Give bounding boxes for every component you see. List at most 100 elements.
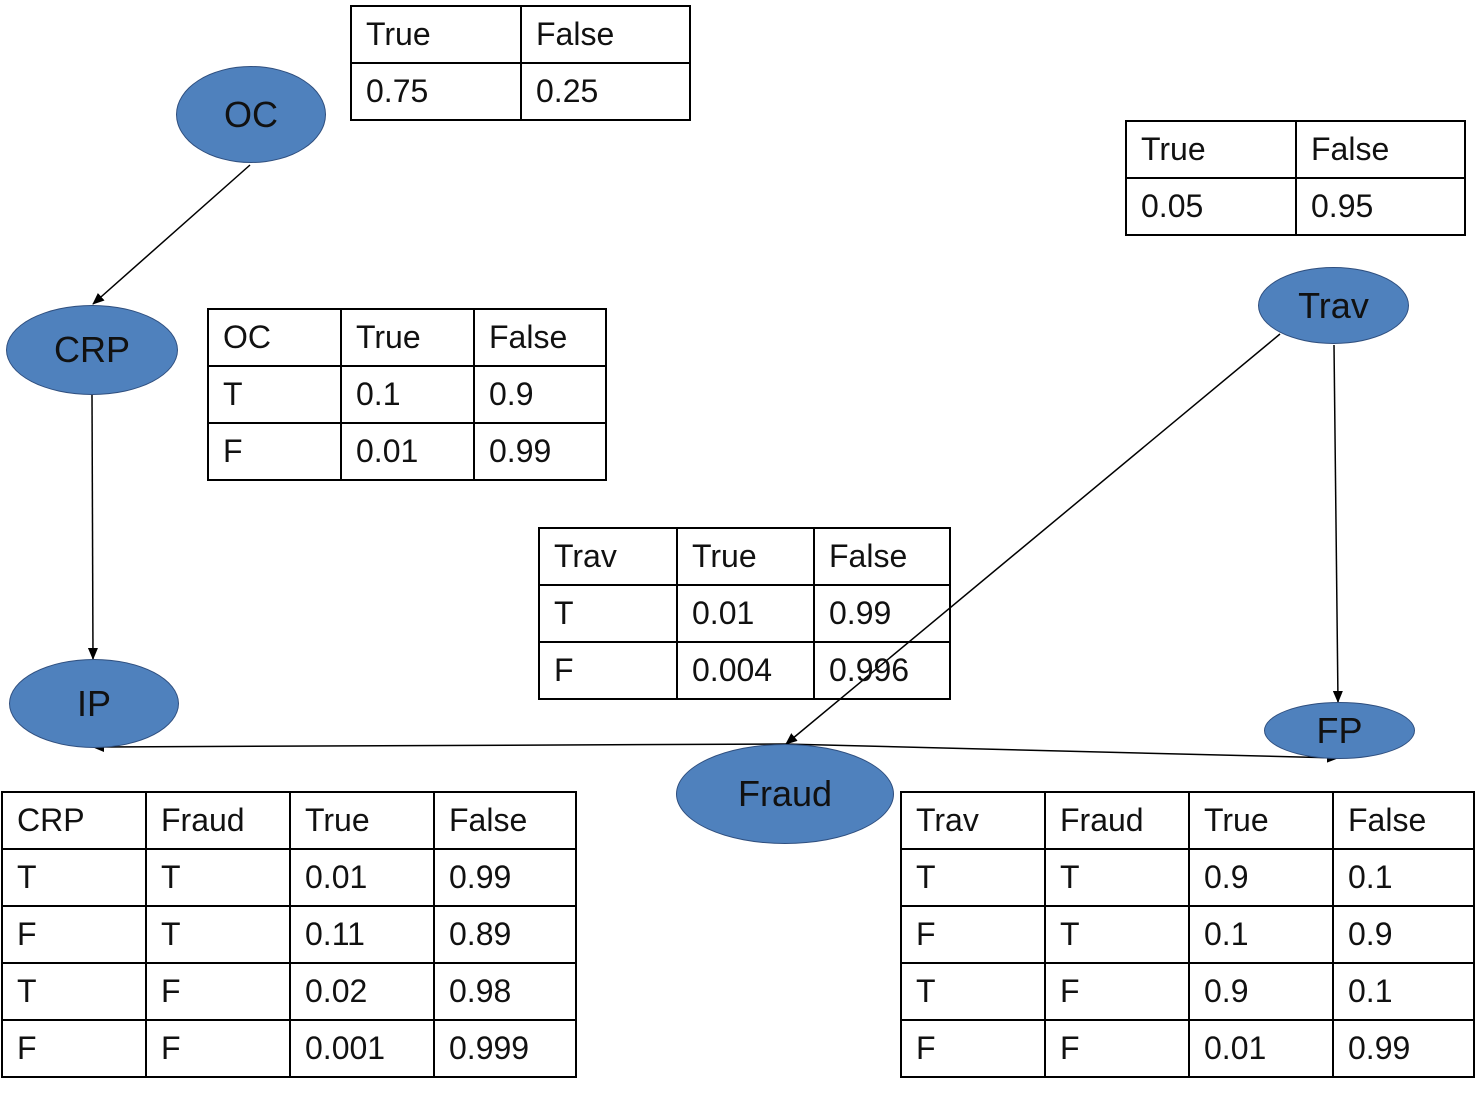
cpt-cell: OC bbox=[207, 308, 342, 367]
cpt-cell: True bbox=[350, 5, 522, 64]
cpt-cell: T bbox=[1, 962, 147, 1021]
edge-fraud-to-fp bbox=[783, 743, 1339, 763]
cpt-row: T 0.1 0.9 bbox=[207, 365, 607, 424]
cpt-cell: F bbox=[1044, 962, 1190, 1021]
cpt-cell: T bbox=[900, 848, 1046, 907]
cpt-row: F 0.004 0.996 bbox=[538, 641, 951, 700]
cpt-cell: False bbox=[433, 791, 577, 850]
cpt-cell: 0.001 bbox=[289, 1019, 435, 1078]
cpt-cell: T bbox=[900, 962, 1046, 1021]
cpt-cell: 0.95 bbox=[1295, 177, 1466, 236]
cpt-cell: Trav bbox=[900, 791, 1046, 850]
cpt-row: T F 0.9 0.1 bbox=[900, 962, 1475, 1021]
node-fraud[interactable]: Fraud bbox=[676, 744, 894, 844]
node-oc-label: OC bbox=[224, 93, 278, 135]
cpt-cell: 0.01 bbox=[340, 422, 475, 481]
cpt-row: F F 0.01 0.99 bbox=[900, 1019, 1475, 1078]
cpt-cell: False bbox=[520, 5, 691, 64]
cpt-fraud-table: Trav True False T 0.01 0.99 F 0.004 0.99… bbox=[538, 527, 951, 700]
cpt-cell: F bbox=[1, 1019, 147, 1078]
cpt-header-row: CRP Fraud True False bbox=[1, 791, 577, 850]
cpt-cell: True bbox=[676, 527, 815, 586]
cpt-cell: 0.1 bbox=[1188, 905, 1334, 964]
cpt-cell: 0.1 bbox=[1332, 962, 1475, 1021]
cpt-cell: 0.99 bbox=[473, 422, 607, 481]
cpt-header-row: True False bbox=[350, 5, 691, 64]
edge-fraud-to-ip bbox=[92, 741, 785, 752]
cpt-cell: F bbox=[1, 905, 147, 964]
cpt-cell: 0.004 bbox=[676, 641, 815, 700]
cpt-fp-table: Trav Fraud True False T T 0.9 0.1 F T 0.… bbox=[900, 791, 1475, 1078]
cpt-cell: F bbox=[538, 641, 678, 700]
cpt-header-row: True False bbox=[1125, 120, 1466, 179]
node-oc[interactable]: OC bbox=[176, 66, 326, 163]
cpt-cell: False bbox=[1332, 791, 1475, 850]
cpt-cell: 0.1 bbox=[1332, 848, 1475, 907]
cpt-cell: F bbox=[1044, 1019, 1190, 1078]
cpt-cell: F bbox=[145, 962, 291, 1021]
cpt-cell: F bbox=[900, 1019, 1046, 1078]
cpt-cell: True bbox=[340, 308, 475, 367]
cpt-cell: 0.9 bbox=[473, 365, 607, 424]
cpt-cell: 0.01 bbox=[676, 584, 815, 643]
cpt-cell: False bbox=[1295, 120, 1466, 179]
cpt-cell: True bbox=[289, 791, 435, 850]
cpt-cell: T bbox=[1, 848, 147, 907]
cpt-cell: 0.9 bbox=[1332, 905, 1475, 964]
cpt-cell: True bbox=[1188, 791, 1334, 850]
cpt-cell: False bbox=[473, 308, 607, 367]
node-crp-label: CRP bbox=[53, 329, 130, 370]
cpt-cell: 0.98 bbox=[433, 962, 577, 1021]
cpt-cell: 0.01 bbox=[1188, 1019, 1334, 1078]
cpt-cell: False bbox=[813, 527, 951, 586]
cpt-cell: 0.9 bbox=[1188, 962, 1334, 1021]
edge-crp-to-ip bbox=[87, 393, 98, 660]
cpt-cell: 0.05 bbox=[1125, 177, 1297, 236]
cpt-cell: 0.89 bbox=[433, 905, 577, 964]
cpt-cell: 0.99 bbox=[813, 584, 951, 643]
cpt-cell: T bbox=[1044, 848, 1190, 907]
cpt-cell: CRP bbox=[1, 791, 147, 850]
cpt-cell: 0.02 bbox=[289, 962, 435, 1021]
cpt-row: F T 0.11 0.89 bbox=[1, 905, 577, 964]
cpt-cell: 0.25 bbox=[520, 62, 691, 121]
cpt-cell: 0.999 bbox=[433, 1019, 577, 1078]
cpt-cell: Fraud bbox=[145, 791, 291, 850]
cpt-cell: Trav bbox=[538, 527, 678, 586]
cpt-cell: T bbox=[207, 365, 342, 424]
cpt-cell: 0.996 bbox=[813, 641, 951, 700]
cpt-oc-table: True False 0.75 0.25 bbox=[350, 5, 691, 121]
cpt-cell: Fraud bbox=[1044, 791, 1190, 850]
cpt-cell: T bbox=[538, 584, 678, 643]
edge-oc-to-crp bbox=[92, 164, 251, 305]
cpt-cell: True bbox=[1125, 120, 1297, 179]
cpt-row: F F 0.001 0.999 bbox=[1, 1019, 577, 1078]
cpt-cell: F bbox=[145, 1019, 291, 1078]
cpt-header-row: OC True False bbox=[207, 308, 607, 367]
cpt-cell: 0.11 bbox=[289, 905, 435, 964]
cpt-row: T F 0.02 0.98 bbox=[1, 962, 577, 1021]
cpt-header-row: Trav True False bbox=[538, 527, 951, 586]
node-fraud-label: Fraud bbox=[737, 773, 833, 814]
node-fp[interactable]: FP bbox=[1264, 702, 1415, 759]
cpt-trav-table: True False 0.05 0.95 bbox=[1125, 120, 1466, 236]
cpt-row: F 0.01 0.99 bbox=[207, 422, 607, 481]
node-ip[interactable]: IP bbox=[9, 659, 179, 748]
node-trav[interactable]: Trav bbox=[1258, 267, 1409, 344]
cpt-cell: F bbox=[207, 422, 342, 481]
cpt-cell: 0.1 bbox=[340, 365, 475, 424]
cpt-cell: 0.99 bbox=[433, 848, 577, 907]
cpt-cell: 0.01 bbox=[289, 848, 435, 907]
cpt-cell: T bbox=[145, 848, 291, 907]
cpt-cell: F bbox=[900, 905, 1046, 964]
node-fp-label: FP bbox=[1316, 709, 1363, 751]
node-crp[interactable]: CRP bbox=[6, 305, 178, 395]
cpt-row: 0.05 0.95 bbox=[1125, 177, 1466, 236]
cpt-row: 0.75 0.25 bbox=[350, 62, 691, 121]
cpt-row: T T 0.9 0.1 bbox=[900, 848, 1475, 907]
edge-trav-to-fp bbox=[1332, 344, 1343, 703]
node-trav-label: Trav bbox=[1298, 284, 1369, 326]
cpt-header-row: Trav Fraud True False bbox=[900, 791, 1475, 850]
cpt-cell: 0.99 bbox=[1332, 1019, 1475, 1078]
